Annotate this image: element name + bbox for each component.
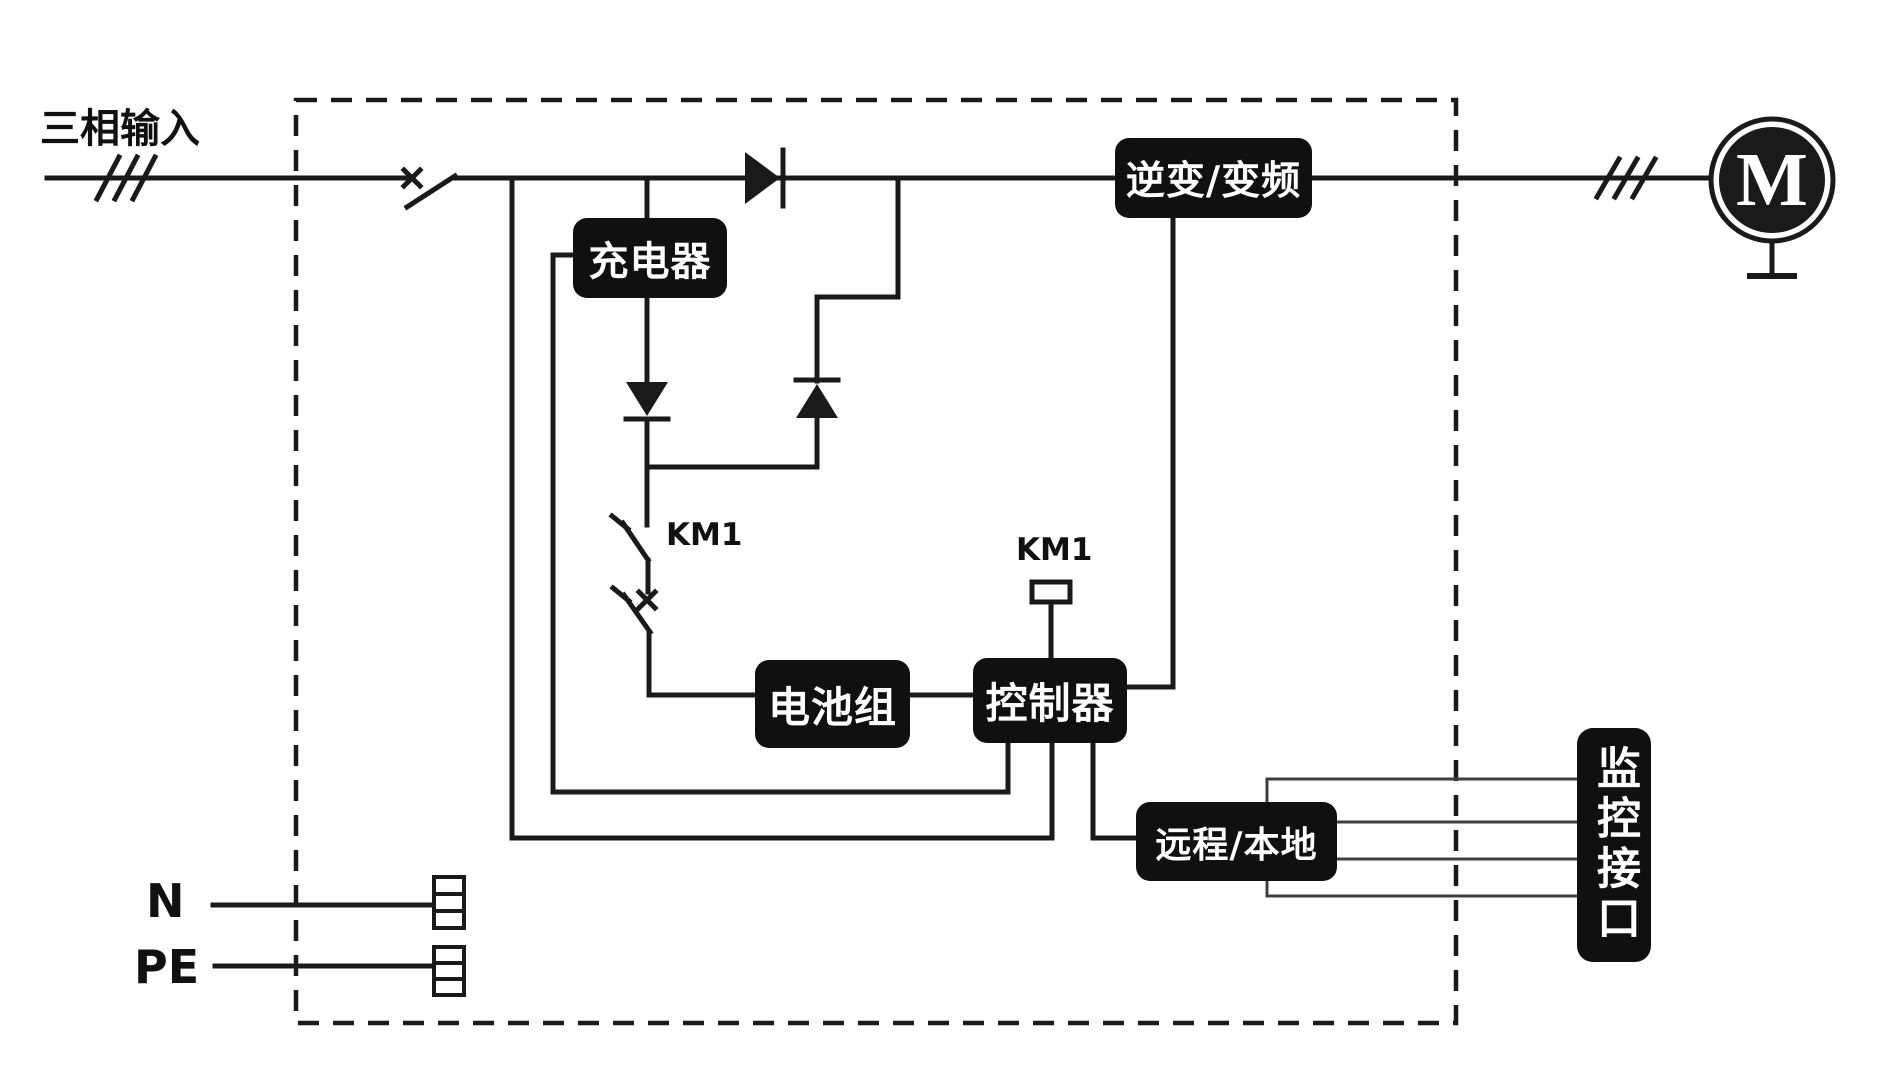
phase-slash-icon [93,153,123,203]
node-inverter: 逆变/变频 [1115,138,1312,218]
solid-symbol-layer [626,127,1825,418]
wire-layer [44,116,1836,997]
node-charger: 充电器 [573,218,727,298]
bus-diode-icon [745,152,780,204]
inverter-controller-wire [1124,215,1176,690]
pe-terminal-block [432,945,466,997]
km1-coil-label: KM1 [1016,532,1093,568]
signal-wire-layer [1265,777,1577,898]
km1-coil-symbol [1029,579,1073,605]
node-monitor-interface: 监控接口 [1577,728,1651,962]
feedback-wire-inner [550,252,1011,795]
motor-body-icon [1719,127,1825,233]
discharge-diode-icon [796,384,838,418]
motor-letter-label: M [1736,137,1808,222]
battery-input-wire [646,630,758,698]
phase-slash-icon [1629,155,1659,201]
phase-slash-icon [1611,155,1641,201]
phase-slash-icon [129,153,159,203]
feedback-wire-outer [509,175,1055,841]
km1-contact-label: KM1 [666,517,743,553]
pe-terminal-label: PE [134,940,200,994]
node-battery: 电池组 [755,660,910,748]
node-remote-local: 远程/本地 [1136,802,1337,881]
breaker-contact-x-icon [400,166,424,190]
breaker-blade-icon [403,172,459,211]
battery-switch-x-icon [635,588,659,612]
monitor-signal-wire-1 [1265,777,1577,802]
charge-diode-icon [626,382,668,416]
n-terminal-label: N [146,874,185,928]
phase-slash-icon [1593,155,1623,201]
node-controller: 控制器 [973,658,1127,743]
n-terminal-block [432,875,466,930]
phase-slash-icon [111,153,141,203]
controller-remote-wire [1090,740,1139,841]
cabinet-dashed-border [293,97,1459,1026]
monitor-signal-wire-4 [1265,881,1577,898]
km1-contact-tick-icon [608,512,632,533]
battery-switch-tick-icon [609,584,633,605]
discharge-diode-to-bus-wire [814,175,901,384]
three-phase-input-label: 三相输入 [40,106,200,152]
